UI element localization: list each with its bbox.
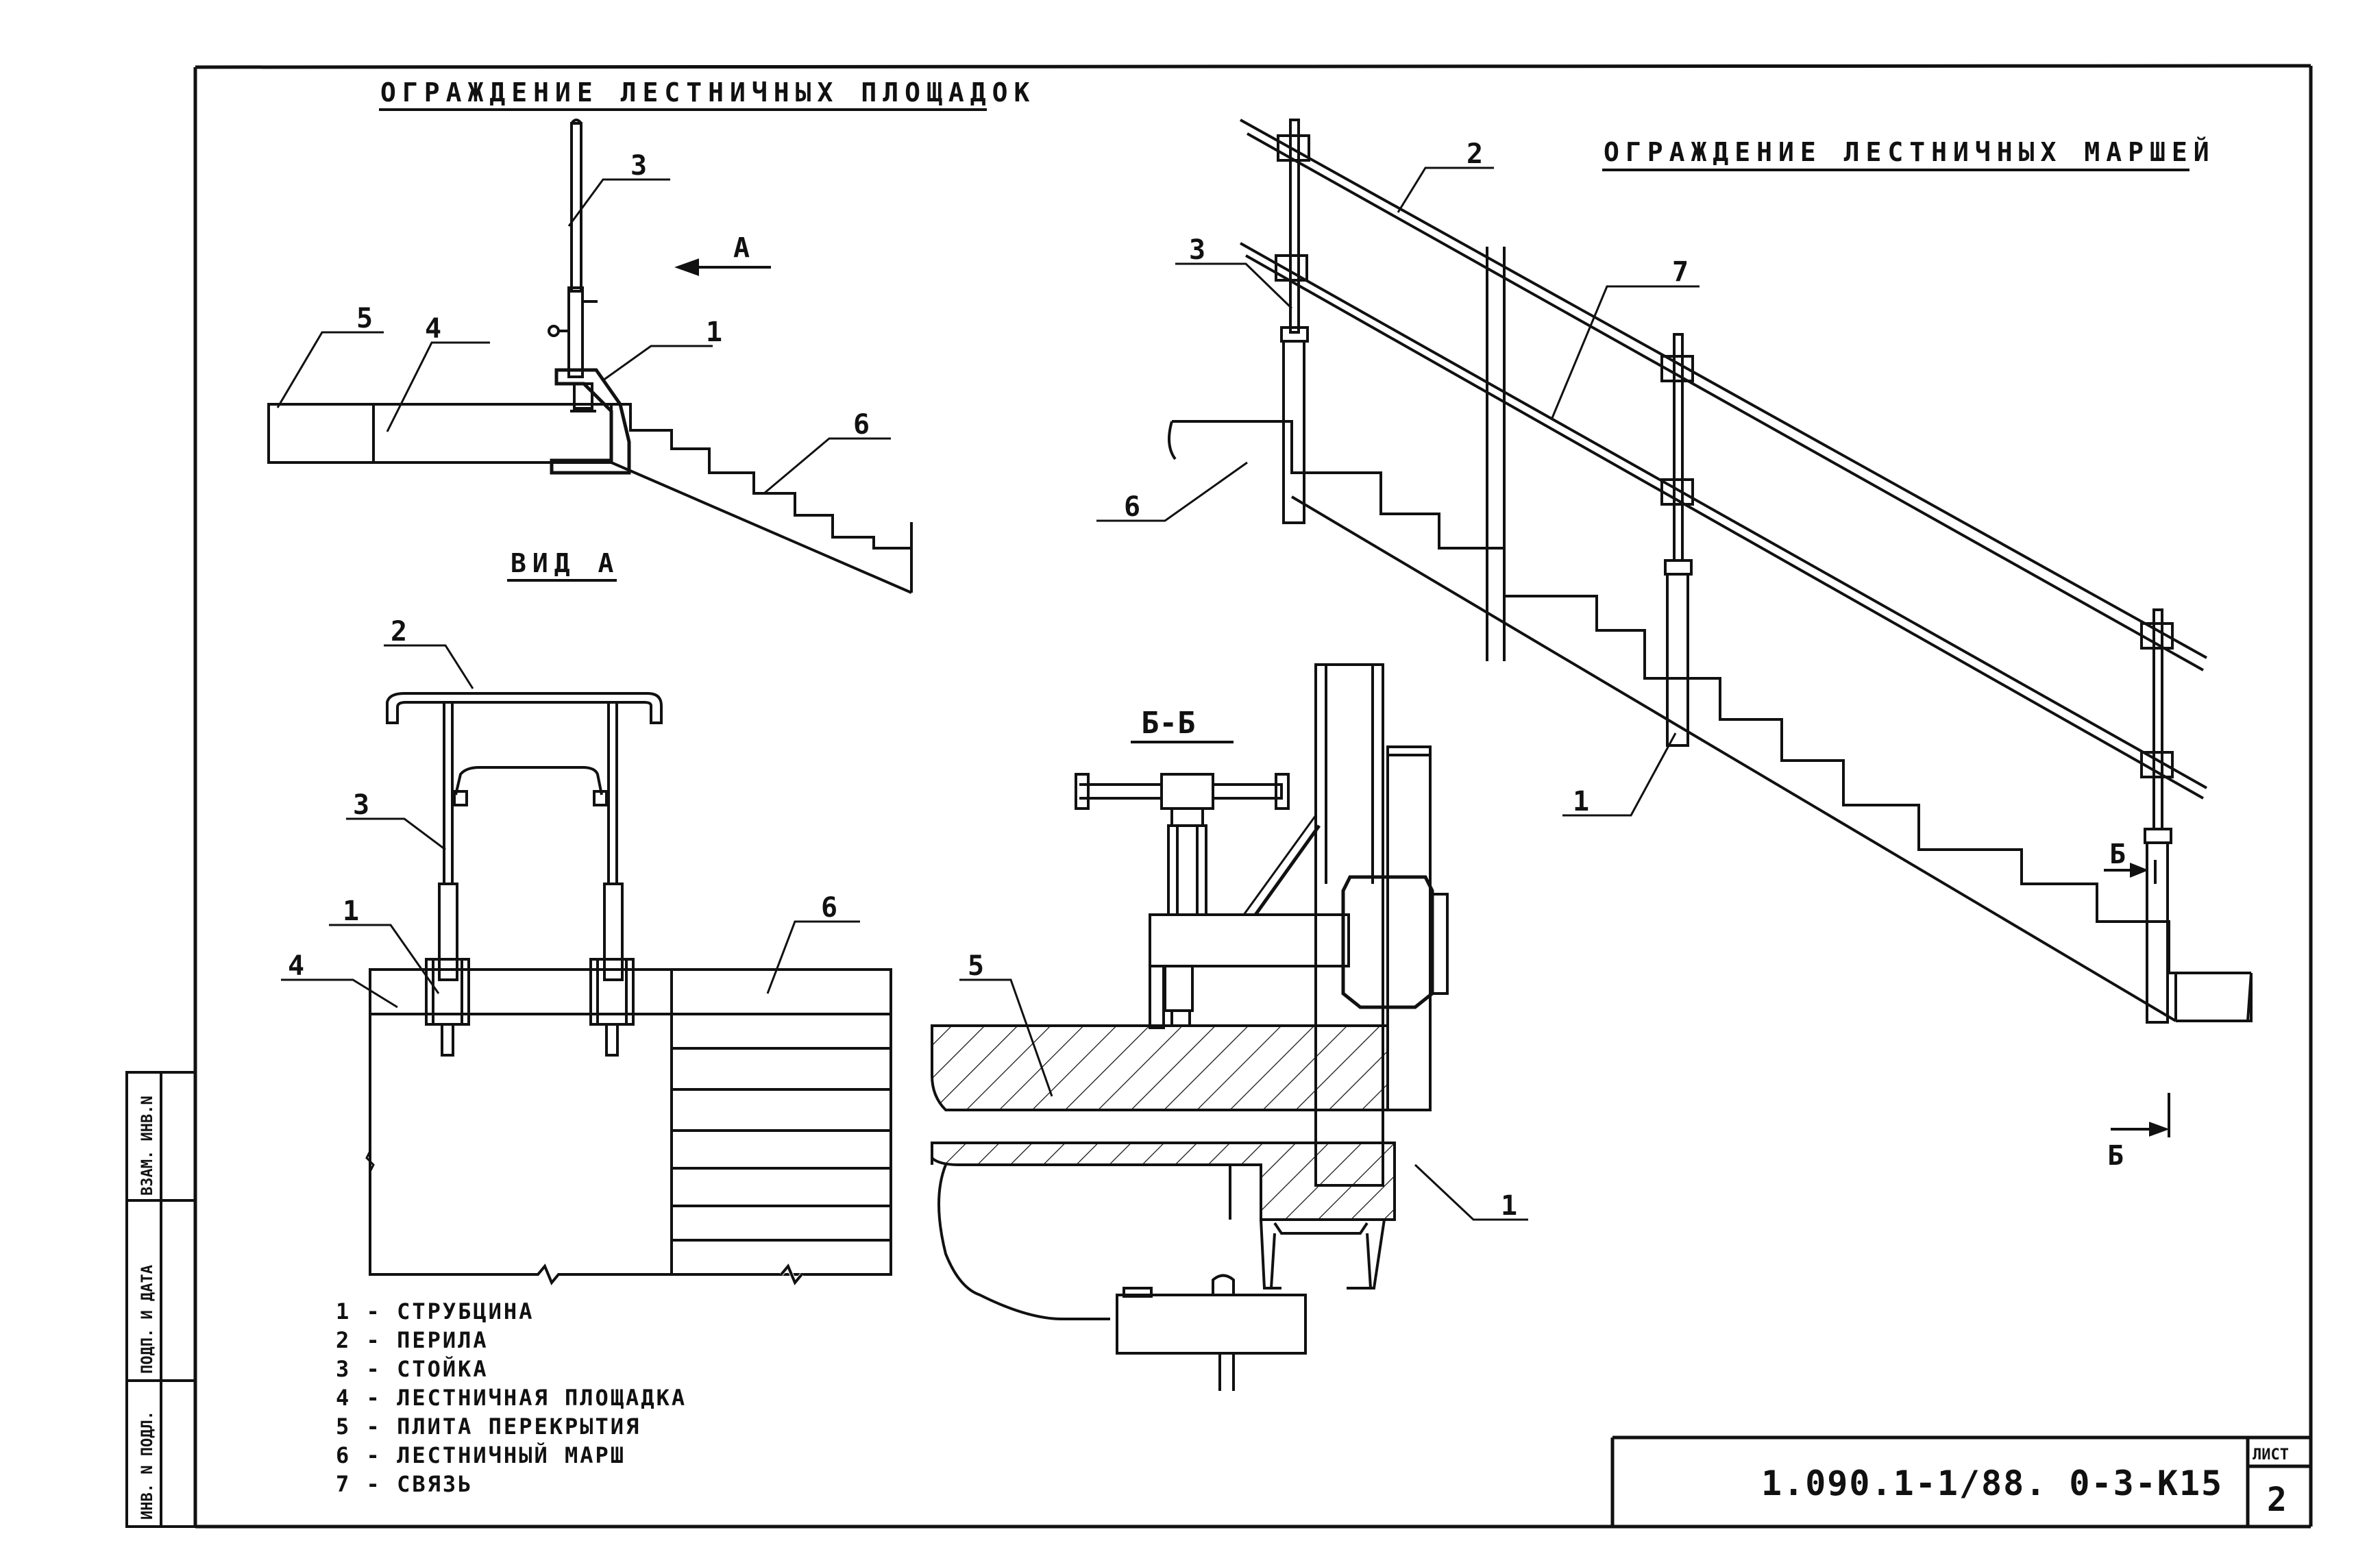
legend-item-4: 4 - ЛЕСТНИЧНАЯ ПЛОЩАДКА bbox=[336, 1385, 687, 1411]
callout-2-flight: 2 bbox=[1467, 138, 1483, 170]
section-leaders bbox=[959, 978, 1528, 1221]
section-mark-b-bottom: Б bbox=[2107, 1140, 2124, 1172]
callout-4-landing: 4 bbox=[425, 313, 441, 345]
view-a-arrow-label: А bbox=[733, 232, 750, 264]
callout-6-view-a: 6 bbox=[821, 892, 837, 924]
callout-3-view-a: 3 bbox=[353, 789, 369, 821]
callout-6-landing: 6 bbox=[853, 409, 870, 441]
callout-2-view-a: 2 bbox=[391, 616, 407, 647]
legend-item-1: 1 - СТРУБЦИНА bbox=[336, 1298, 534, 1324]
section-bb-title: Б-Б bbox=[1141, 706, 1195, 741]
document-code: 1.090.1-1/88. 0-3-К15 bbox=[1761, 1464, 2223, 1503]
callout-3-flight: 3 bbox=[1189, 234, 1205, 266]
side-stamp bbox=[125, 1071, 197, 1528]
callout-6-flight: 6 bbox=[1124, 491, 1140, 523]
legend-item-2: 2 - ПЕРИЛА bbox=[336, 1327, 489, 1353]
callout-1-landing: 1 bbox=[706, 317, 722, 348]
legend-item-7: 7 - СВЯЗЬ bbox=[336, 1471, 473, 1497]
stamp-signature-date: ПОДП. И ДАТА bbox=[139, 1265, 156, 1374]
landing-railing-title: ОГРАЖДЕНИЕ ЛЕСТНИЧНЫХ ПЛОЩАДОК bbox=[380, 77, 1035, 108]
callout-1-section: 1 bbox=[1501, 1190, 1517, 1222]
legend-item-5: 5 - ПЛИТА ПЕРЕКРЫТИЯ bbox=[336, 1414, 641, 1440]
section-bb-drawing bbox=[931, 663, 1449, 1391]
sheet-label: ЛИСТ bbox=[2253, 1446, 2289, 1464]
view-a-leaders bbox=[281, 644, 860, 1009]
legend-item-3: 3 - СТОЙКА bbox=[336, 1356, 489, 1382]
legend-item-6: 6 - ЛЕСТНИЧНЫЙ МАРШ bbox=[336, 1442, 626, 1468]
callout-3-landing: 3 bbox=[630, 150, 647, 182]
flight-railing-title: ОГРАЖДЕНИЕ ЛЕСТНИЧНЫХ МАРШЕЙ bbox=[1604, 137, 2216, 167]
view-a-drawing bbox=[365, 692, 892, 1287]
landing-railing-side-view bbox=[267, 119, 913, 594]
callout-1-view-a: 1 bbox=[343, 896, 359, 927]
landing-leaders bbox=[276, 178, 891, 495]
callout-7-flight: 7 bbox=[1672, 256, 1689, 288]
view-a-title: ВИД А bbox=[511, 548, 619, 578]
sheet-number: 2 bbox=[2267, 1481, 2287, 1519]
stamp-replace-inv: ВЗАМ. ИНВ.N bbox=[139, 1096, 156, 1196]
title-block bbox=[1610, 1435, 2311, 1527]
flight-railing-drawing bbox=[1168, 119, 2253, 1137]
section-mark-b-top: Б bbox=[2109, 839, 2126, 870]
callout-1-flight: 1 bbox=[1573, 786, 1589, 817]
callout-5-section: 5 bbox=[968, 950, 984, 982]
callout-4-view-a: 4 bbox=[288, 950, 304, 982]
stamp-original-inv: ИНВ. N ПОДЛ. bbox=[139, 1411, 156, 1520]
callout-5-landing: 5 bbox=[356, 303, 373, 334]
flight-leaders bbox=[1096, 166, 1700, 817]
